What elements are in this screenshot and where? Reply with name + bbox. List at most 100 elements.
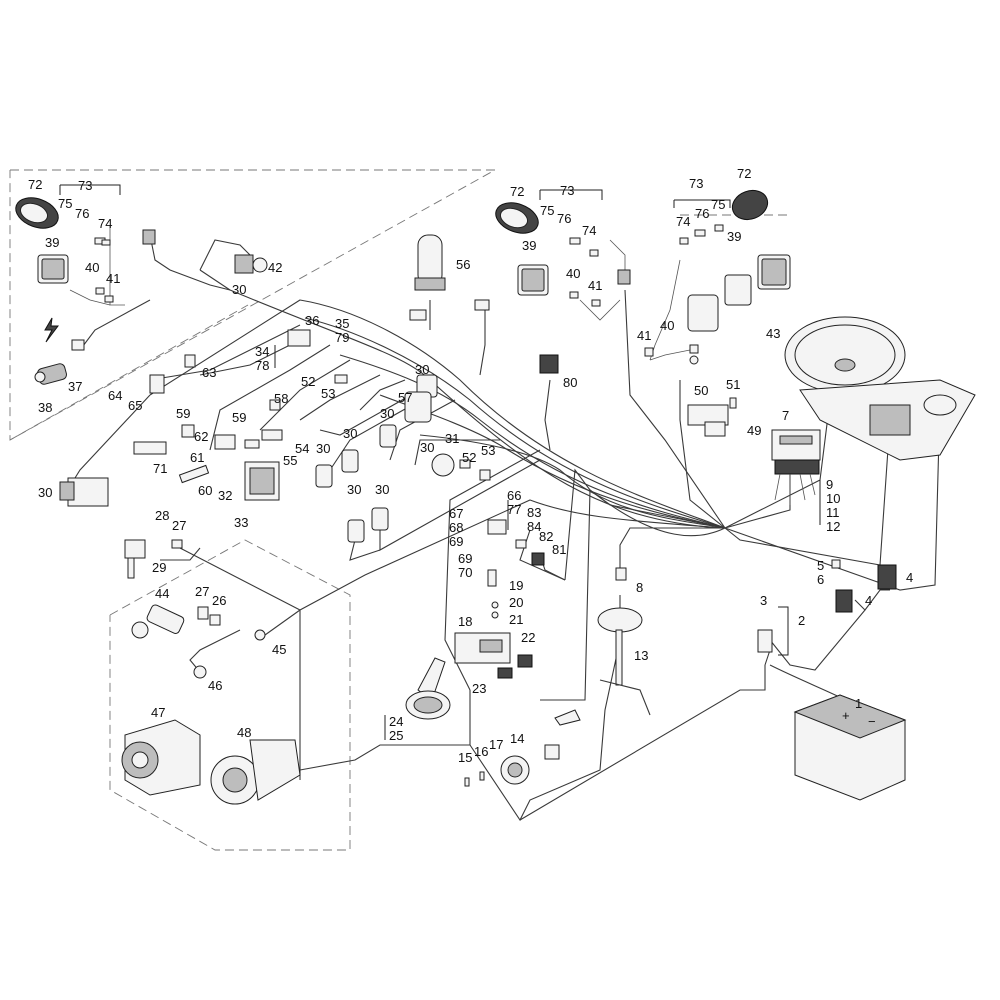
callout-41: 41 xyxy=(637,328,651,343)
callout-8: 8 xyxy=(636,580,643,595)
square-work-light-icon[interactable] xyxy=(687,294,719,332)
callout-82: 82 xyxy=(539,529,553,544)
callout-56: 56 xyxy=(456,257,470,272)
lightning-icon xyxy=(44,317,59,343)
callout-73: 73 xyxy=(560,183,574,198)
callout-75: 75 xyxy=(58,196,72,211)
callout-40: 40 xyxy=(566,266,580,281)
relay-icon[interactable] xyxy=(487,519,507,535)
callout-75: 75 xyxy=(540,203,554,218)
callout-labels: 1 2 3 4 4 5 6 7 8 9 10 11 12 13 14 15 16… xyxy=(28,166,913,765)
callout-68: 68 xyxy=(449,520,463,535)
callout-61: 61 xyxy=(190,450,204,465)
callout-1: 1 xyxy=(855,696,862,711)
callout-83: 83 xyxy=(527,505,541,520)
fuse-box-group xyxy=(771,429,821,505)
callout-55: 55 xyxy=(283,453,297,468)
callout-57: 57 xyxy=(398,390,412,405)
callout-48: 48 xyxy=(237,725,251,740)
callout-49: 49 xyxy=(747,423,761,438)
callout-30: 30 xyxy=(380,406,394,421)
callout-36: 36 xyxy=(305,313,319,328)
fuse-box-icon[interactable] xyxy=(771,429,821,461)
callout-59: 59 xyxy=(232,410,246,425)
connector-icon[interactable] xyxy=(95,287,105,295)
callout-25: 25 xyxy=(389,728,403,743)
callout-5: 5 xyxy=(817,558,824,573)
solenoid-group xyxy=(59,329,491,579)
callout-65: 65 xyxy=(128,398,142,413)
controller-group xyxy=(405,519,581,787)
solenoid-coil-icon[interactable] xyxy=(341,449,359,473)
callout-72: 72 xyxy=(510,184,524,199)
callout-69: 69 xyxy=(458,551,472,566)
callout-31: 31 xyxy=(445,431,459,446)
relay-icon[interactable] xyxy=(617,269,631,285)
callout-39: 39 xyxy=(727,229,741,244)
battery-isolator-icon[interactable] xyxy=(757,629,773,653)
callout-34: 34 xyxy=(255,344,269,359)
callout-42: 42 xyxy=(268,260,282,275)
sensor-icon[interactable] xyxy=(431,453,455,477)
callout-64: 64 xyxy=(108,388,122,403)
callout-18: 18 xyxy=(458,614,472,629)
callout-4: 4 xyxy=(865,593,872,608)
callout-27: 27 xyxy=(195,584,209,599)
solenoid-coil-icon[interactable] xyxy=(371,507,389,531)
callout-23: 23 xyxy=(472,681,486,696)
callout-41: 41 xyxy=(588,278,602,293)
callout-80: 80 xyxy=(563,375,577,390)
solenoid-coil-icon[interactable] xyxy=(379,424,397,448)
callout-7: 7 xyxy=(782,408,789,423)
callout-6: 6 xyxy=(817,572,824,587)
callout-84: 84 xyxy=(527,519,541,534)
callout-30: 30 xyxy=(415,362,429,377)
callout-44: 44 xyxy=(155,586,169,601)
callout-69: 69 xyxy=(449,534,463,549)
solenoid-coil-icon[interactable] xyxy=(347,519,365,543)
callout-76: 76 xyxy=(695,206,709,221)
callout-60: 60 xyxy=(198,483,212,498)
work-light-icon[interactable] xyxy=(728,186,771,225)
relay-icon[interactable] xyxy=(234,254,254,274)
callout-72: 72 xyxy=(737,166,751,181)
callout-39: 39 xyxy=(45,235,59,250)
callout-40: 40 xyxy=(660,318,674,333)
hydraulic-valve-icon[interactable] xyxy=(67,477,109,507)
callout-24: 24 xyxy=(389,714,403,729)
solenoid-coil-icon[interactable] xyxy=(315,464,333,488)
callout-3: 3 xyxy=(760,593,767,608)
callout-32: 32 xyxy=(218,488,232,503)
callout-19: 19 xyxy=(509,578,523,593)
callout-20: 20 xyxy=(509,595,523,610)
callout-30: 30 xyxy=(38,485,52,500)
right-work-light-group xyxy=(644,186,791,437)
relay-icon[interactable] xyxy=(142,229,156,245)
callout-30: 30 xyxy=(347,482,361,497)
callout-16: 16 xyxy=(474,744,488,759)
callout-47: 47 xyxy=(151,705,165,720)
callout-15: 15 xyxy=(458,750,472,765)
callout-74: 74 xyxy=(676,214,690,229)
callout-brackets xyxy=(59,184,821,740)
fuel-sender-icon[interactable] xyxy=(597,607,643,633)
callout-22: 22 xyxy=(521,630,535,645)
battery-minus-symbol: − xyxy=(868,714,876,729)
callout-35: 35 xyxy=(335,316,349,331)
callout-63: 63 xyxy=(202,365,216,380)
callout-12: 12 xyxy=(826,519,840,534)
subassembly-boundaries xyxy=(9,169,790,851)
callout-13: 13 xyxy=(634,648,648,663)
callout-72: 72 xyxy=(28,177,42,192)
callout-74: 74 xyxy=(98,216,112,231)
harness-wires xyxy=(69,225,941,822)
callout-14: 14 xyxy=(510,731,524,746)
callout-30: 30 xyxy=(343,426,357,441)
relay-icon[interactable] xyxy=(539,354,559,374)
callout-37: 37 xyxy=(68,379,82,394)
callout-58: 58 xyxy=(274,391,288,406)
callout-74: 74 xyxy=(582,223,596,238)
callout-30: 30 xyxy=(232,282,246,297)
pressure-sensor-icon[interactable] xyxy=(146,604,185,635)
